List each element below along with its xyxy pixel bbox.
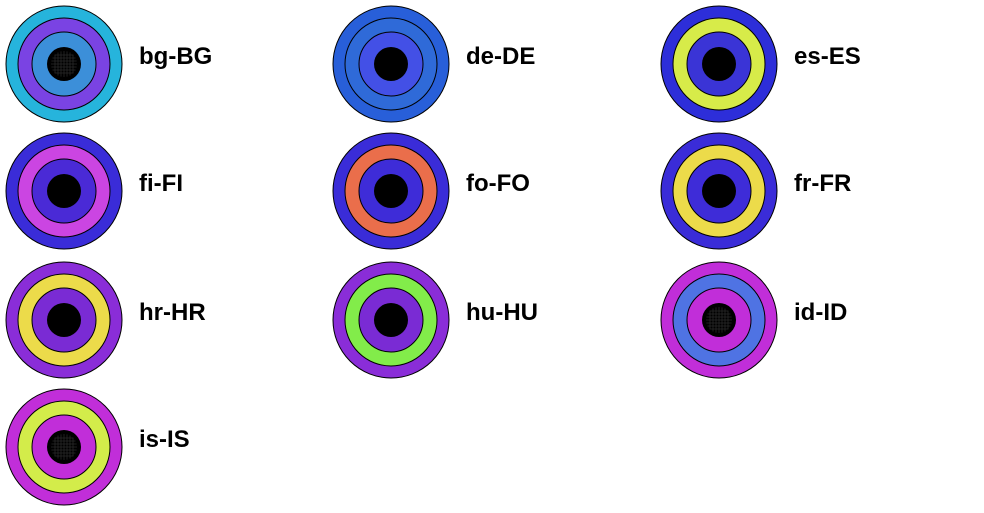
concentric-rings-icon xyxy=(660,261,778,379)
badge-label: es-ES xyxy=(794,43,861,70)
badge-label: is-IS xyxy=(139,426,190,453)
concentric-rings-icon xyxy=(5,132,123,250)
concentric-rings-icon xyxy=(5,261,123,379)
badge-label: fr-FR xyxy=(794,170,852,197)
badge-item: id-ID xyxy=(655,256,955,379)
grid-texture xyxy=(706,307,732,333)
concentric-rings-icon xyxy=(660,132,778,250)
badge-item: es-ES xyxy=(655,0,955,123)
badge-item: fi-FI xyxy=(0,127,300,250)
badge-item: fr-FR xyxy=(655,127,955,250)
badge-item: de-DE xyxy=(327,0,627,123)
badge-label: id-ID xyxy=(794,299,848,326)
concentric-rings-icon xyxy=(332,261,450,379)
badge-label: bg-BG xyxy=(139,43,213,70)
concentric-rings-icon xyxy=(332,132,450,250)
badge-label: fo-FO xyxy=(466,170,530,197)
center-dot xyxy=(702,174,736,208)
concentric-rings-icon xyxy=(660,5,778,123)
badge-label: hr-HR xyxy=(139,299,206,326)
concentric-rings-icon xyxy=(332,5,450,123)
grid-texture xyxy=(51,51,77,77)
badge-item: fo-FO xyxy=(327,127,627,250)
center-dot xyxy=(702,47,736,81)
concentric-rings-icon xyxy=(5,5,123,123)
badge-item: is-IS xyxy=(0,383,300,506)
center-dot xyxy=(374,47,408,81)
badge-label: fi-FI xyxy=(139,170,183,197)
center-dot xyxy=(374,174,408,208)
badge-item: bg-BG xyxy=(0,0,300,123)
center-dot xyxy=(47,303,81,337)
badge-item: hu-HU xyxy=(327,256,627,379)
badge-label: de-DE xyxy=(466,43,536,70)
badge-item: hr-HR xyxy=(0,256,300,379)
center-dot xyxy=(374,303,408,337)
grid-texture xyxy=(51,434,77,460)
concentric-rings-icon xyxy=(5,388,123,506)
badge-label: hu-HU xyxy=(466,299,538,326)
center-dot xyxy=(47,174,81,208)
